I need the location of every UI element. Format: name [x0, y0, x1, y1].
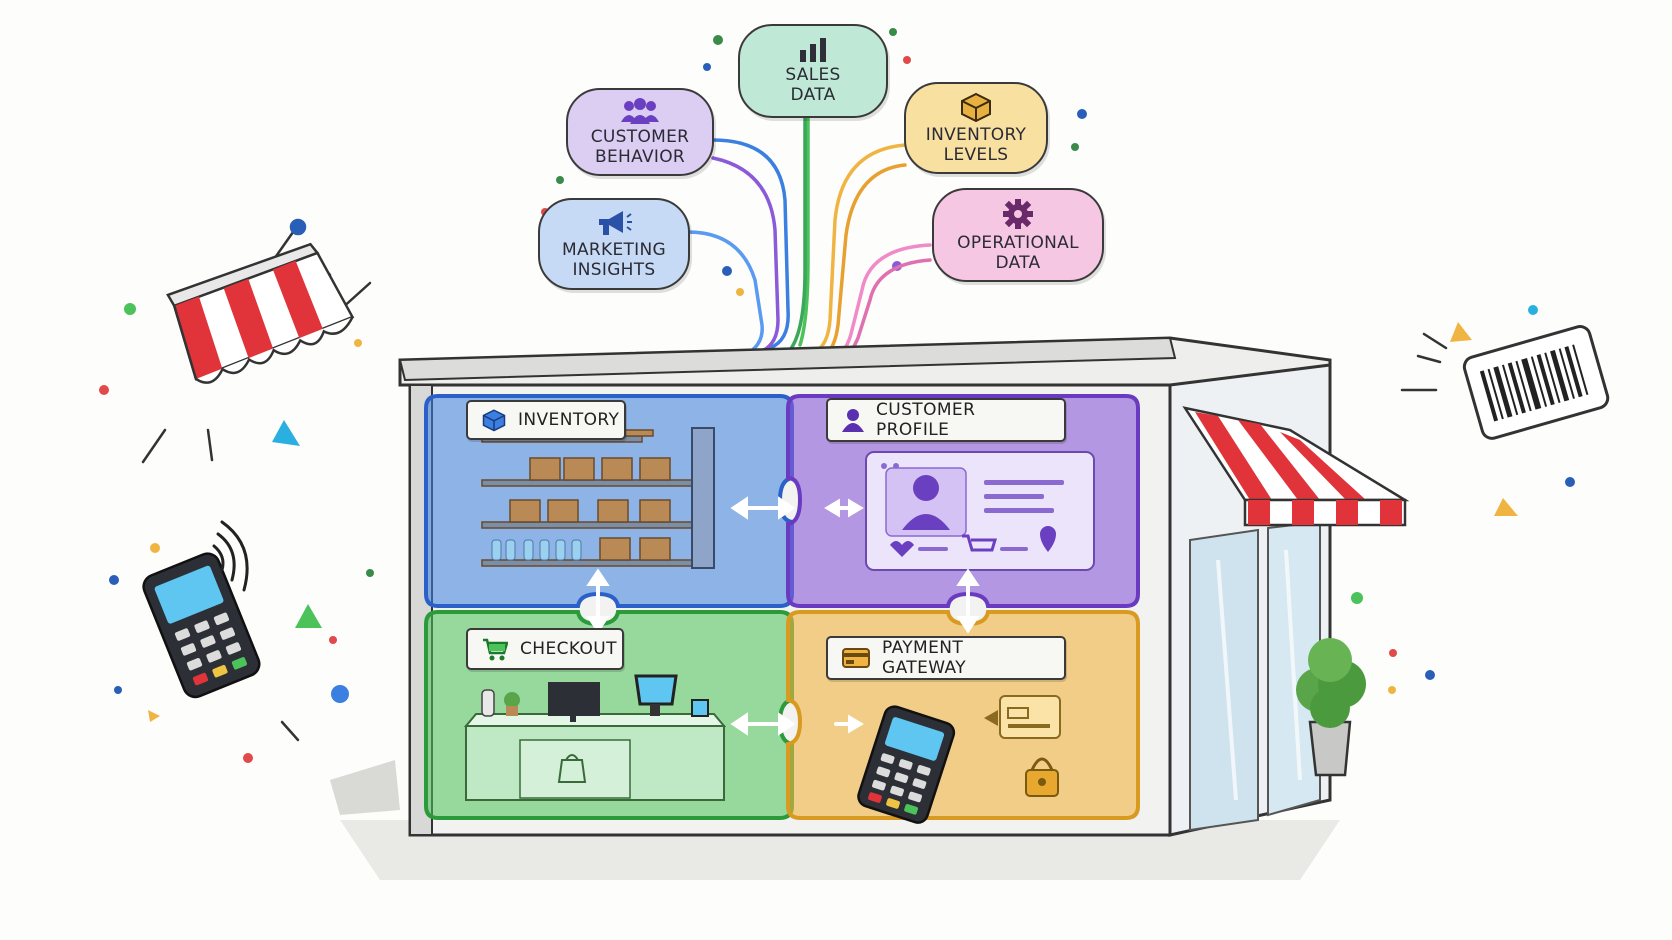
box-icon — [961, 92, 991, 122]
bar-chart-icon — [800, 37, 826, 62]
tag-customer-profile-label: CUSTOMER PROFILE — [876, 400, 976, 440]
awning-decoration — [166, 242, 355, 384]
side-awning — [1182, 406, 1410, 527]
bubble-inventory-levels-label: INVENTORY LEVELS — [925, 124, 1027, 165]
bubble-inventory-levels: INVENTORY LEVELS — [904, 82, 1048, 174]
barcode-tag-decoration — [1462, 325, 1610, 440]
tag-checkout-label: CHECKOUT — [520, 639, 617, 659]
bubble-marketing-insights-label: MARKETING INSIGHTS — [562, 239, 666, 280]
bubble-sales-data: SALES DATA — [738, 24, 888, 118]
megaphone-icon — [599, 210, 632, 235]
gear-icon — [1003, 198, 1033, 229]
tag-customer-profile: CUSTOMER PROFILE — [826, 398, 1066, 442]
people-icon — [621, 97, 659, 124]
bubble-sales-data-label: SALES DATA — [785, 64, 841, 105]
box-icon — [482, 409, 506, 432]
tag-payment-gateway-label: PAYMENT GATEWAY — [882, 638, 966, 678]
bubble-customer-behavior-label: CUSTOMER BEHAVIOR — [590, 126, 690, 167]
tag-inventory-label: INVENTORY — [518, 410, 620, 430]
bubble-customer-behavior: CUSTOMER BEHAVIOR — [566, 88, 714, 176]
connector-arrows — [586, 496, 980, 736]
inventory-module — [424, 394, 794, 608]
tag-payment-gateway: PAYMENT GATEWAY — [826, 636, 1066, 680]
cart-icon — [483, 638, 508, 661]
contactless-waves — [212, 520, 249, 592]
bubble-operational-data-label: OPERATIONAL DATA — [957, 232, 1079, 273]
card-terminal-decoration — [142, 552, 261, 699]
bubble-operational-data: OPERATIONAL DATA — [932, 188, 1104, 282]
card-icon — [842, 648, 870, 668]
tag-inventory: INVENTORY — [466, 400, 626, 440]
data-flow-lines — [686, 110, 932, 360]
potted-plant — [1296, 638, 1366, 777]
tag-checkout: CHECKOUT — [466, 628, 624, 670]
bubble-marketing-insights: MARKETING INSIGHTS — [538, 198, 690, 290]
confetti-decoration — [99, 28, 1575, 763]
person-icon — [842, 409, 864, 432]
customer-profile-module — [786, 394, 1140, 608]
